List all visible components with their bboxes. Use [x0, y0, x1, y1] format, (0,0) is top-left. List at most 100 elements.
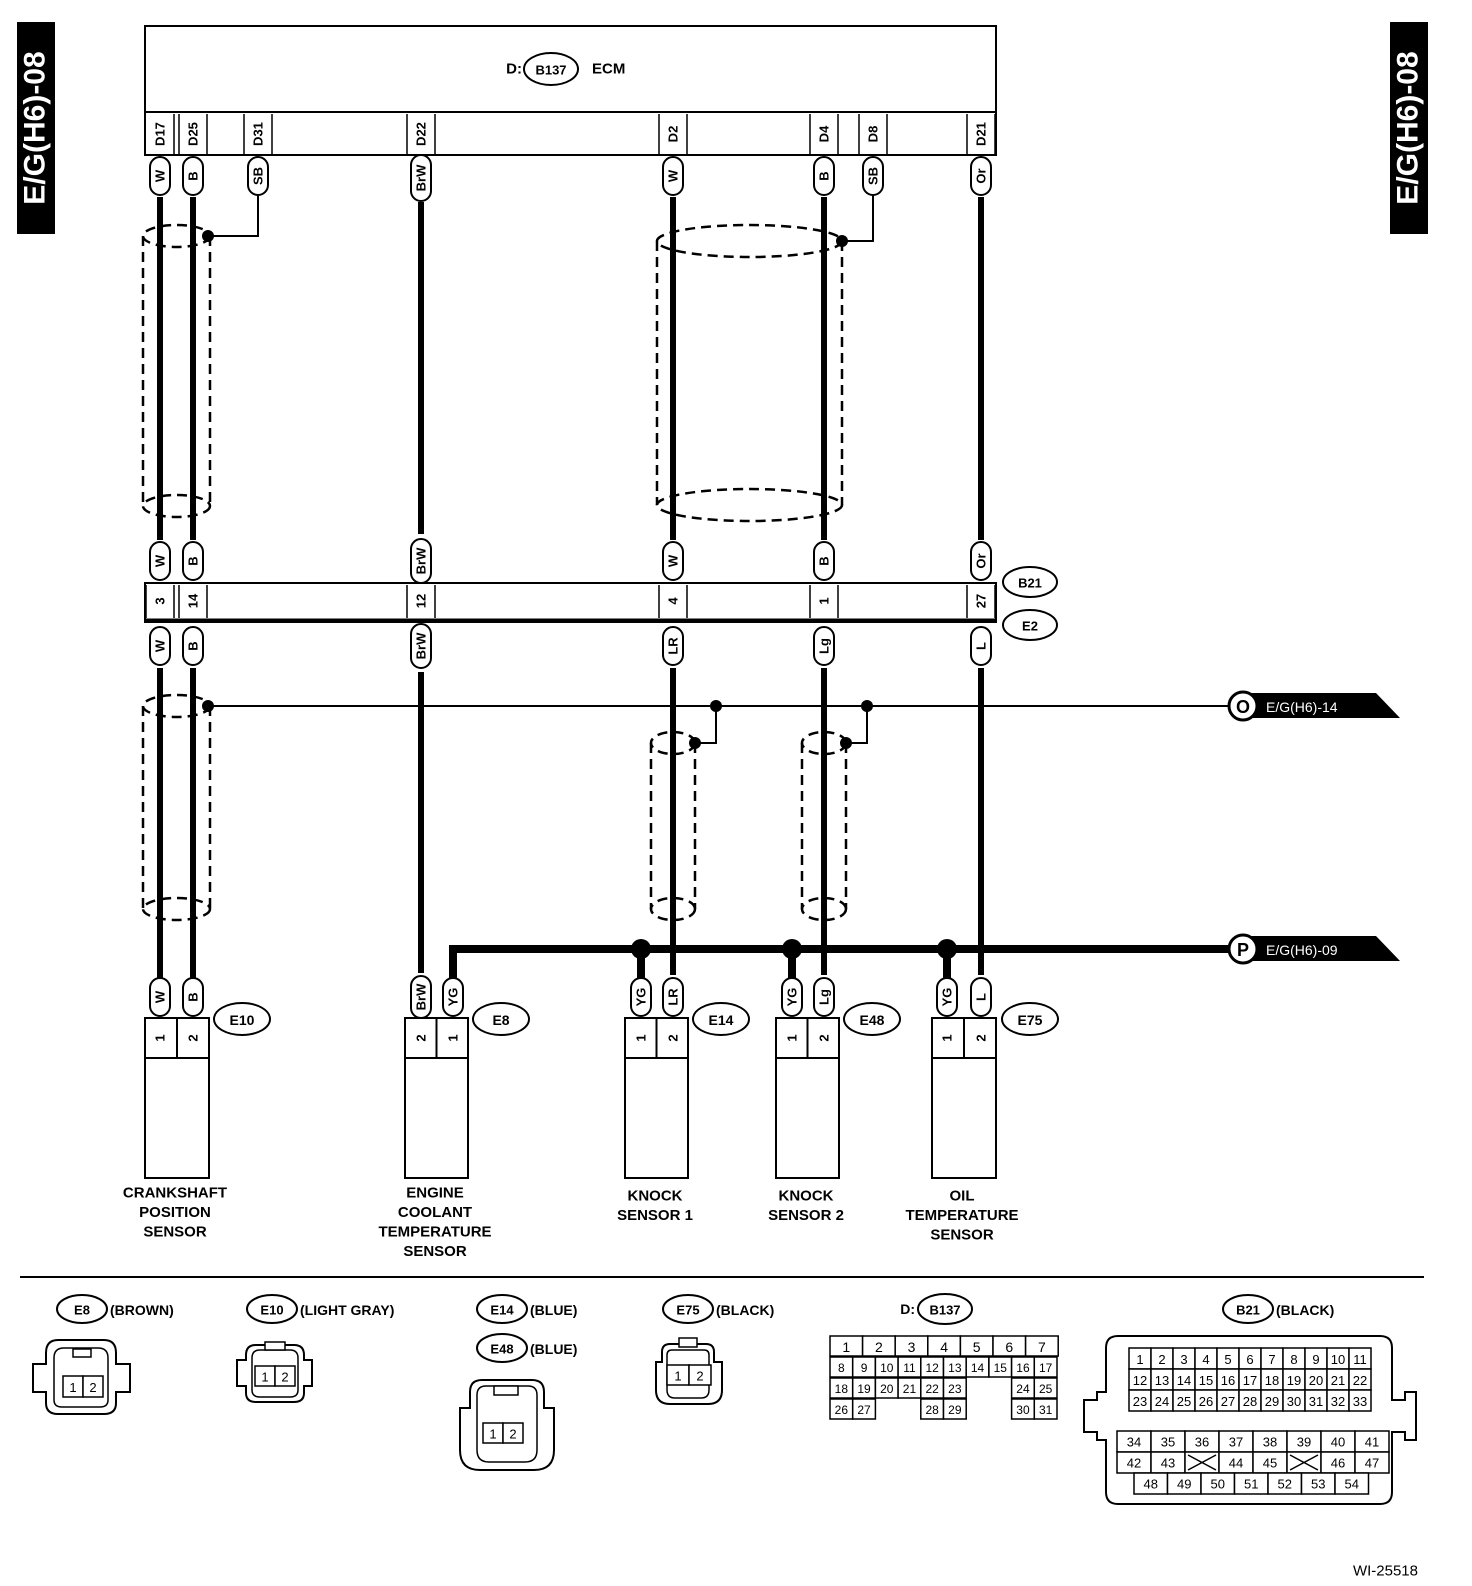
sensor-e48-name-line: KNOCK — [779, 1188, 834, 1205]
legend-b21-pin-2: 2 — [1158, 1352, 1165, 1367]
ecm-wire-color-D4: B — [813, 156, 835, 196]
legend-b21-pin-33: 33 — [1353, 1394, 1367, 1409]
legend-b21-pin-14: 14 — [1177, 1373, 1191, 1388]
ecm-connector-badge-outline — [523, 52, 579, 86]
joint-upper-color-27: Or — [970, 541, 992, 581]
legend-b21-pin-18: 18 — [1265, 1373, 1279, 1388]
legend-e8-badge: E8 — [56, 1294, 108, 1324]
legend-b21-pin-47: 47 — [1365, 1456, 1379, 1471]
ref-o-circle — [1227, 690, 1259, 722]
legend-e8-badge-outline — [56, 1294, 108, 1324]
joint-upper-color-27-text: Or — [974, 553, 989, 568]
legend-b137-pin-31: 31 — [1039, 1403, 1053, 1417]
joint-lower-color-14-text: B — [186, 641, 201, 650]
sensor-e10-body — [144, 1057, 210, 1179]
legend-b21-pin-49: 49 — [1177, 1477, 1191, 1492]
legend-b21-pin-12: 12 — [1133, 1373, 1147, 1388]
sensor-e75-name-line: SENSOR — [930, 1227, 994, 1244]
sensor-e10-name-line: CRANKSHAFT — [123, 1185, 227, 1202]
shield-knock-upper — [655, 223, 844, 523]
sensor-e48-wire-0: YG — [781, 977, 803, 1017]
shield-crank-upper-top — [141, 223, 212, 249]
sensor-e48-wire-1: Lg — [813, 977, 835, 1017]
sensor-e8-wire-0-text: BrW — [414, 983, 429, 1010]
sensor-e8-pin-2: 2 — [414, 1034, 429, 1041]
legend-b137-pin-22: 22 — [925, 1382, 939, 1396]
sensor-e48-badge-outline — [843, 1002, 901, 1036]
legend-b137-pin-30: 30 — [1016, 1403, 1030, 1417]
legend-b21-pin-8: 8 — [1290, 1352, 1297, 1367]
legend-e48-pin-1: 1 — [489, 1427, 496, 1442]
sensor-e14-badge: E14 — [692, 1002, 750, 1036]
sensor-e8-name-line: COOLANT — [398, 1204, 472, 1221]
joint-lower-color-4-outline — [662, 626, 684, 666]
shield-ground-dot — [710, 700, 722, 712]
ecm-wire-color-D22: BrW — [410, 154, 432, 202]
legend-b21-pin-10: 10 — [1331, 1352, 1345, 1367]
legend-b21-pin-21: 21 — [1331, 1373, 1345, 1388]
legend-b137-cell — [1033, 1398, 1058, 1420]
joint-upper-color-14: B — [182, 541, 204, 581]
sensor-e48-name-line: SENSOR 2 — [768, 1207, 844, 1224]
legend-b137-pin-10: 10 — [880, 1361, 894, 1375]
legend-b137-cell — [1033, 1377, 1058, 1399]
ecm-wire-color-D21: Or — [970, 156, 992, 196]
joint-lower-badge-text: E2 — [1022, 619, 1038, 634]
sensor-e75-pin-1: 1 — [940, 1034, 955, 1041]
joint-lower-color-4-text: LR — [666, 637, 681, 655]
legend-b137-badge-text: B137 — [929, 1303, 960, 1318]
legend-e10-badge-text: E10 — [260, 1303, 283, 1318]
legend-e10-latch — [264, 1341, 286, 1351]
shield-knock-upper-bottom — [655, 487, 844, 523]
legend-b137-cell — [1033, 1356, 1058, 1378]
legend-b21-pin-32: 32 — [1331, 1394, 1345, 1409]
shield-crank-lower-bottom — [141, 896, 212, 922]
ecm-wire-color-D22-text: BrW — [414, 164, 429, 191]
sensor-e10-name-line: SENSOR — [143, 1224, 207, 1241]
sensor-e10-wire-1-text: B — [186, 992, 201, 1001]
legend-b21-pin-13: 13 — [1155, 1373, 1169, 1388]
ecm-wire-color-D17-text: W — [153, 169, 168, 182]
ecm-wire-color-D2: W — [662, 156, 684, 196]
legend-b137-pin-3: 3 — [908, 1339, 916, 1355]
legend-b21-pin-45: 45 — [1263, 1456, 1277, 1471]
shield-crank-upper — [141, 223, 212, 519]
joint-upper-color-12-outline — [410, 538, 432, 584]
sensor-e14-wire-1-outline — [662, 977, 684, 1017]
joint-pin-27: 27 — [974, 594, 989, 608]
joint-lower-color-3: W — [149, 626, 171, 666]
legend-e10-inner — [251, 1349, 299, 1398]
legend-b137-pin-12: 12 — [925, 1361, 939, 1375]
legend-b137-pin-1: 1 — [842, 1339, 850, 1355]
joint-upper-color-4-outline — [662, 541, 684, 581]
legend-b21-cell — [1354, 1451, 1390, 1474]
sensor-e10-badge-text: E10 — [230, 1012, 255, 1028]
legend-b21-cell — [1334, 1472, 1370, 1495]
legend-b21-pin-15: 15 — [1199, 1373, 1213, 1388]
legend-b21-pin-31: 31 — [1309, 1394, 1323, 1409]
legend-e8-badge-text: E8 — [74, 1303, 90, 1318]
legend-b21-pin-20: 20 — [1309, 1373, 1323, 1388]
shield-crank-lower — [141, 693, 212, 922]
legend-b137-pin-14: 14 — [971, 1361, 985, 1375]
legend-e14-badge-text: E14 — [490, 1303, 514, 1318]
legend-b21-pin-37: 37 — [1229, 1435, 1243, 1450]
legend-e48-badge-outline — [476, 1333, 528, 1363]
ecm-prefix: D: — [506, 61, 522, 78]
ground-junction-dot — [631, 939, 651, 959]
legend-b137-pin-26: 26 — [835, 1403, 849, 1417]
ecm-wire-color-D2-outline — [662, 156, 684, 196]
legend-b21-pin-30: 30 — [1287, 1394, 1301, 1409]
shield-ground-dot — [836, 235, 848, 247]
joint-upper-color-27-outline — [970, 541, 992, 581]
sensor-e10-name-line: POSITION — [139, 1204, 211, 1221]
joint-lower-color-1-text: Lg — [817, 638, 832, 654]
shield-ground-dot — [689, 737, 701, 749]
legend-b21-blank-cross — [1289, 1454, 1319, 1471]
legend-b137-pin-15: 15 — [994, 1361, 1008, 1375]
legend-e75-badge-outline — [662, 1294, 714, 1324]
ecm-pin-D21: D21 — [974, 122, 989, 146]
joint-upper-color-14-outline — [182, 541, 204, 581]
sensor-e14-wire-1: LR — [662, 977, 684, 1017]
